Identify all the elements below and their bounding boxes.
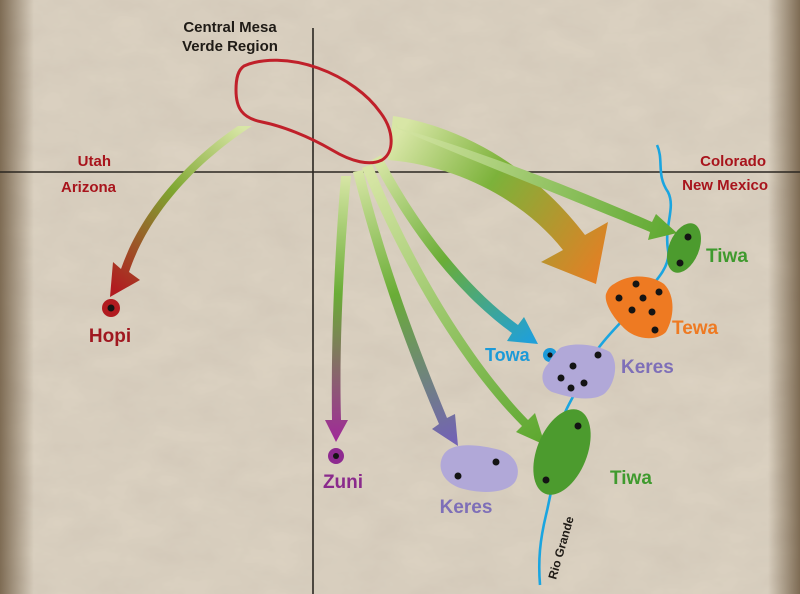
central-mesa-verde-region-outline xyxy=(234,58,393,165)
zuni-label: Zuni xyxy=(323,472,363,493)
settlement-dot xyxy=(655,288,663,296)
arrow-to-hopi xyxy=(110,126,252,297)
parchment-edge-right xyxy=(768,0,800,594)
settlement-dot xyxy=(574,422,582,430)
arrow-to-tiwa-north xyxy=(396,120,677,240)
towa-label: Towa xyxy=(485,345,531,365)
tiwa-south-group: Tiwa xyxy=(533,409,652,495)
settlement-dot xyxy=(639,294,647,302)
source-region-label-line1: Central Mesa xyxy=(183,19,277,36)
hopi-label: Hopi xyxy=(89,326,131,347)
keres-west-group: Keres xyxy=(440,445,518,518)
keres-west-label: Keres xyxy=(440,497,493,518)
settlement-dot xyxy=(454,472,462,480)
settlement-dot xyxy=(547,352,553,358)
settlement-dot xyxy=(580,379,588,387)
keres-east-label: Keres xyxy=(621,357,674,378)
arrow-to-towa xyxy=(372,155,538,344)
settlement-dot xyxy=(333,453,339,459)
migration-arrows xyxy=(110,116,677,446)
state-label-new-mexico: New Mexico xyxy=(682,177,768,194)
arrow-to-tiwa-south xyxy=(362,164,545,445)
hopi-group: Hopi xyxy=(89,299,131,347)
settlement-dot xyxy=(628,306,636,314)
settlement-dot xyxy=(594,351,602,359)
settlement-dot xyxy=(557,374,565,382)
tiwa-south-label: Tiwa xyxy=(610,468,652,489)
settlement-dot xyxy=(615,294,623,302)
zuni-group: Zuni xyxy=(323,448,363,493)
parchment-edge-left xyxy=(0,0,34,594)
tewa-label: Tewa xyxy=(672,318,719,339)
state-label-colorado: Colorado xyxy=(700,153,766,170)
settlement-dot xyxy=(648,308,656,316)
keres-east-group: Keres xyxy=(542,344,674,399)
tewa-group: Tewa xyxy=(605,276,719,339)
settlement-dot xyxy=(542,476,550,484)
rio-grande-river xyxy=(537,144,673,586)
tiwa-south-area xyxy=(533,409,591,495)
tiwa-north-area xyxy=(667,223,701,273)
settlement-dot xyxy=(676,259,684,267)
settlement-dot xyxy=(632,280,640,288)
settlement-dot xyxy=(492,458,500,466)
settlement-dot xyxy=(651,326,659,334)
tiwa-north-group: Tiwa xyxy=(667,223,748,273)
settlement-dot xyxy=(569,362,577,370)
settlement-dot xyxy=(107,304,115,312)
arrow-to-tewa xyxy=(388,116,608,284)
source-region-label-line2: Verde Region xyxy=(182,38,278,55)
state-label-utah: Utah xyxy=(78,153,111,170)
keres-west-area xyxy=(440,445,518,492)
state-label-arizona: Arizona xyxy=(61,179,117,196)
arrow-to-zuni xyxy=(325,176,351,442)
tiwa-north-label: Tiwa xyxy=(706,246,748,267)
settlement-dot xyxy=(684,233,692,241)
arrow-to-keres-west xyxy=(353,170,458,446)
settlement-dot xyxy=(567,384,575,392)
